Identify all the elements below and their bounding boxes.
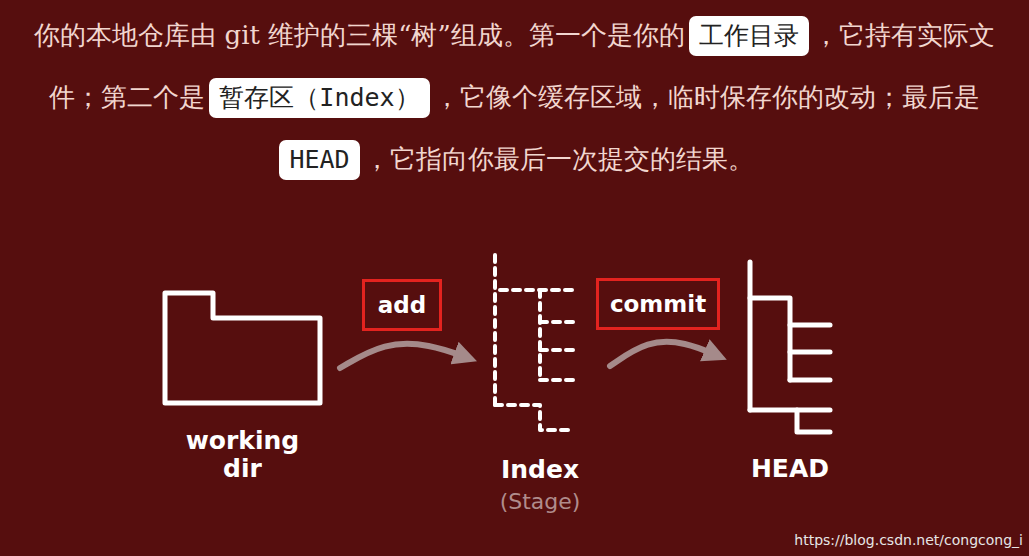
stroke bbox=[750, 298, 790, 380]
stroke bbox=[495, 405, 568, 430]
stroke bbox=[540, 378, 578, 382]
head-drawing bbox=[730, 255, 850, 455]
flow-arrow bbox=[610, 342, 718, 366]
stroke bbox=[797, 410, 830, 432]
index-drawing bbox=[480, 250, 600, 450]
stroke bbox=[790, 323, 830, 328]
icon-caption: Index bbox=[480, 456, 600, 484]
highlight-text: 暂存区（Index） bbox=[219, 83, 419, 112]
tree-icon: HEAD bbox=[730, 255, 850, 490]
highlight-box: 工作目录 bbox=[689, 16, 809, 56]
stroke bbox=[493, 255, 497, 410]
stroke bbox=[165, 293, 320, 403]
command-box: add bbox=[362, 279, 442, 331]
stroke bbox=[790, 350, 830, 355]
paragraph-text: ，它像个缓存区域，临时保存你的改动；最后是 bbox=[434, 82, 980, 112]
highlight-box: HEAD bbox=[279, 140, 359, 180]
stroke bbox=[540, 348, 578, 352]
folder-icon: working dir bbox=[155, 285, 330, 495]
stroke bbox=[750, 408, 830, 413]
highlight-text: 工作目录 bbox=[699, 21, 799, 50]
command-label: commit bbox=[610, 291, 706, 317]
highlight-text: HEAD bbox=[289, 145, 349, 174]
highlight-box: 暂存区（Index） bbox=[209, 78, 429, 118]
command-label: add bbox=[378, 292, 426, 318]
stroke bbox=[790, 378, 830, 383]
stroke bbox=[538, 290, 542, 380]
tree-icon: Index (Stage) bbox=[480, 250, 600, 530]
paragraph-text: 你的本地仓库由 git 维护的三棵“树”组成。第一个是你的 bbox=[34, 20, 685, 50]
paragraph-text: ，它指向你最后一次提交的结果。 bbox=[364, 144, 754, 174]
icon-caption: (Stage) bbox=[480, 490, 600, 514]
stroke bbox=[540, 320, 578, 324]
intro-paragraph: 你的本地仓库由 git 维护的三棵“树”组成。第一个是你的工作目录，它持有实际文… bbox=[18, 4, 1011, 190]
command-box: commit bbox=[596, 278, 720, 330]
watermark: https://blog.csdn.net/congcong_i bbox=[794, 532, 1023, 548]
icon-caption: working dir bbox=[178, 427, 308, 482]
icon-caption: HEAD bbox=[730, 455, 850, 483]
flow-arrow bbox=[340, 344, 468, 368]
stroke bbox=[500, 288, 575, 292]
stroke bbox=[748, 262, 753, 410]
